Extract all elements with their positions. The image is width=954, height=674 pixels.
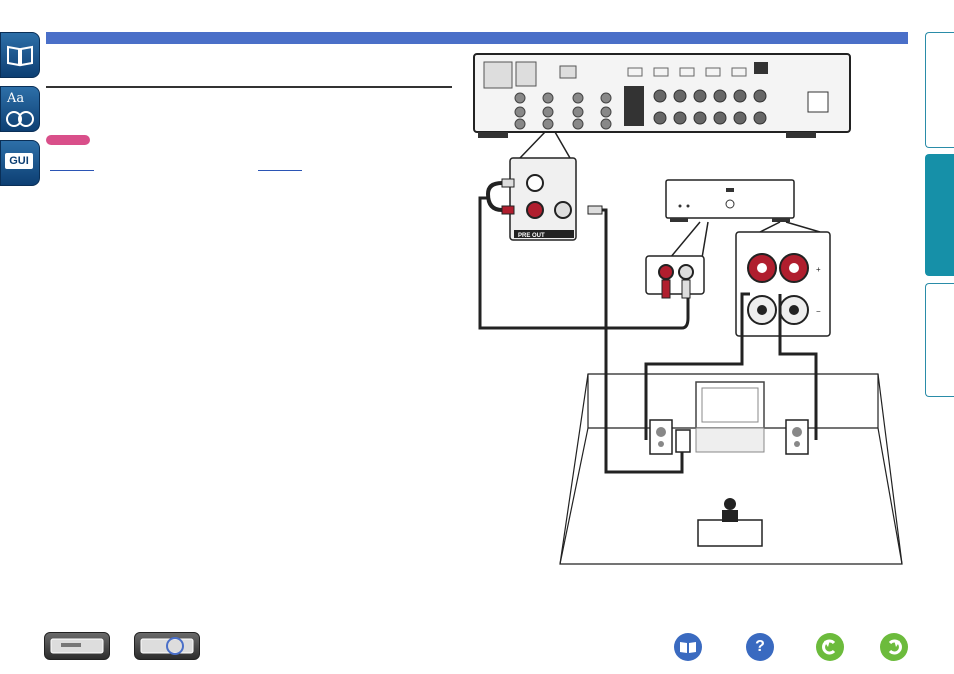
receiver-rear-panel <box>473 53 851 138</box>
glossary-icon: Aa <box>7 91 25 106</box>
help-icon: ? <box>755 638 765 655</box>
listening-room <box>559 373 903 565</box>
contents-button[interactable] <box>674 633 702 661</box>
speech-bubbles-icon <box>6 111 34 127</box>
amp-input-zoom <box>645 255 705 299</box>
front-panel-button[interactable] <box>44 632 110 660</box>
sidebar-item-glossary[interactable]: Aa <box>0 86 40 132</box>
sidebar-item-gui[interactable]: GUI <box>0 140 40 186</box>
contents-book-icon <box>680 642 696 653</box>
book-icon <box>7 45 33 67</box>
section-rule <box>46 86 452 88</box>
gui-icon: GUI <box>5 153 33 169</box>
pre-out-zoom: PRE OUT <box>509 157 577 241</box>
page-link-1[interactable] <box>50 170 94 171</box>
forward-button[interactable] <box>880 633 908 661</box>
tab-3[interactable] <box>925 283 954 397</box>
connection-diagram: PRE OUT + − <box>473 53 903 565</box>
tab-2-active[interactable] <box>925 154 954 276</box>
terminal-minus: − <box>816 307 821 316</box>
rear-panel-button[interactable] <box>134 632 200 660</box>
tab-1[interactable] <box>925 32 954 148</box>
help-button[interactable]: ? <box>746 633 774 661</box>
header-bar <box>46 32 908 44</box>
back-button[interactable] <box>816 633 844 661</box>
amp-speaker-terminals: + − <box>735 231 831 337</box>
forward-arrow-icon <box>888 639 902 655</box>
front-panel-icon <box>50 638 104 654</box>
power-amplifier <box>665 179 795 222</box>
rca-cable-left <box>478 178 690 474</box>
page-link-2[interactable] <box>258 170 302 171</box>
pre-out-label: PRE OUT <box>518 233 545 239</box>
sidebar-item-book[interactable] <box>0 32 40 78</box>
back-arrow-icon <box>822 639 836 655</box>
note-badge <box>46 135 90 145</box>
terminal-plus: + <box>816 265 821 274</box>
rear-panel-icon <box>140 637 194 655</box>
